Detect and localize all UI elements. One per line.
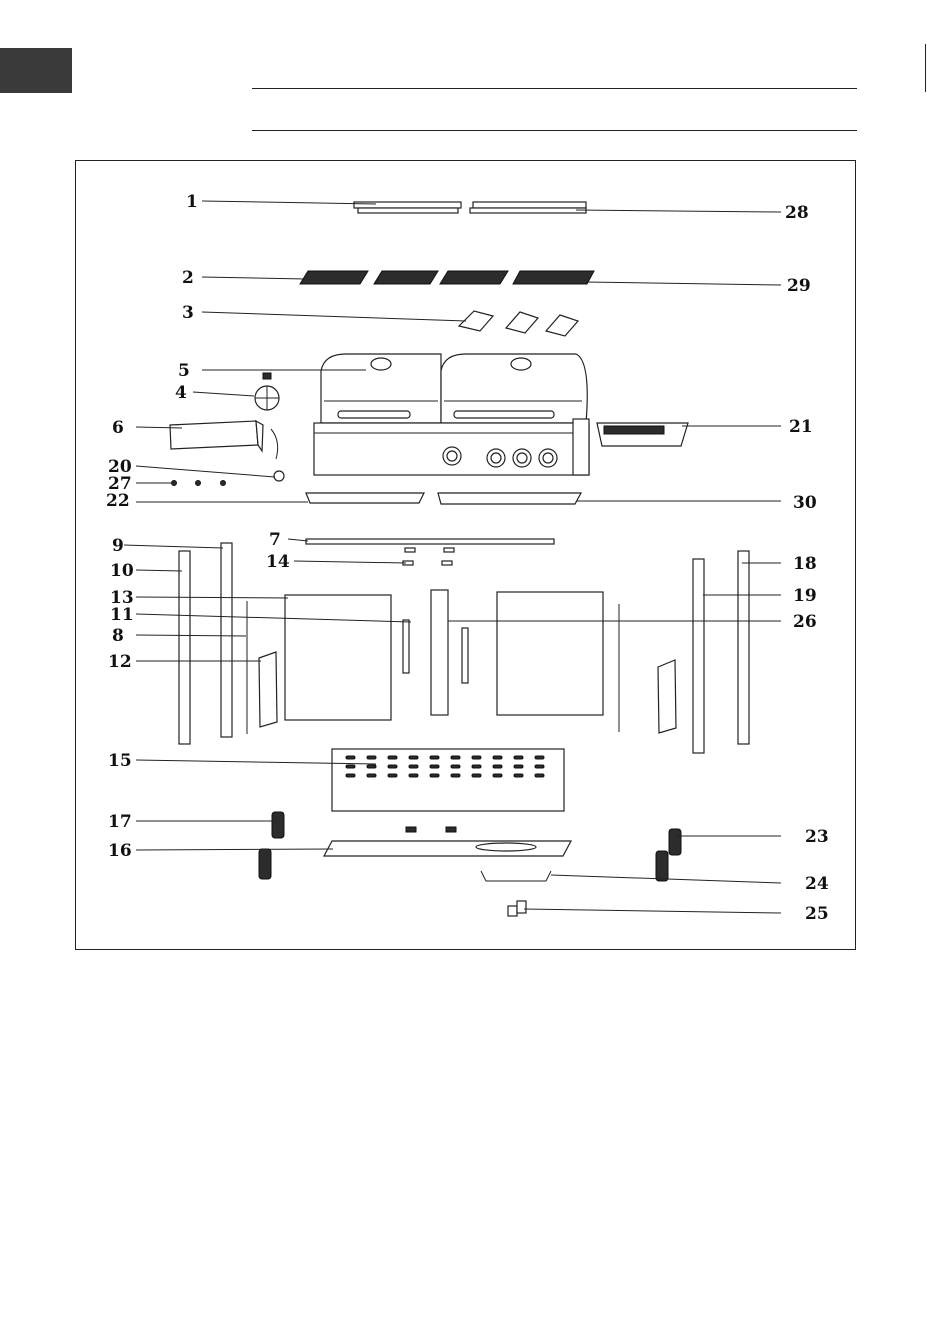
language-tab xyxy=(0,48,72,93)
part-left-legs xyxy=(179,543,247,744)
callout-24: 24 xyxy=(805,874,829,894)
part-grease-tray-left xyxy=(306,493,424,503)
callout-13: 13 xyxy=(110,588,134,608)
part-right-side-burner xyxy=(597,423,688,446)
callout-25: 25 xyxy=(805,904,829,924)
callout-23: 23 xyxy=(805,827,829,847)
callout-18: 18 xyxy=(793,554,817,574)
callout-7: 7 xyxy=(269,530,281,550)
vent-slot xyxy=(409,756,418,759)
part-left-panel xyxy=(259,652,277,727)
callout-8: 8 xyxy=(112,626,124,646)
part-flame-tamers xyxy=(459,311,578,336)
vent-slot xyxy=(451,765,460,768)
callout-3: 3 xyxy=(182,303,194,323)
vent-slot xyxy=(535,765,544,768)
vent-slot xyxy=(409,774,418,777)
vent-slot xyxy=(409,765,418,768)
part-cooking-grates xyxy=(300,271,594,284)
vent-slot xyxy=(346,756,355,759)
callout-30: 30 xyxy=(793,493,817,513)
callout-labels: 1 2 3 4 5 6 7 8 9 10 11 12 13 14 15 16 1… xyxy=(106,192,829,924)
vent-slot xyxy=(472,765,481,768)
callout-28: 28 xyxy=(785,203,809,223)
vent-slot xyxy=(388,756,397,759)
callout-6: 6 xyxy=(112,418,124,438)
callout-22: 22 xyxy=(106,491,130,511)
vent-slot xyxy=(346,765,355,768)
vent-slot xyxy=(493,774,502,777)
part-right-panel xyxy=(658,660,676,733)
part-thermometer xyxy=(255,373,279,410)
vent-slot xyxy=(514,774,523,777)
callout-1: 1 xyxy=(186,192,198,212)
vent-slot xyxy=(535,756,544,759)
part-warming-rack-right xyxy=(470,202,586,213)
vent-slot xyxy=(514,765,523,768)
part-back-panel xyxy=(332,749,564,811)
vent-slot xyxy=(535,774,544,777)
vent-slot xyxy=(430,765,439,768)
part-crossbar xyxy=(306,539,554,565)
vent-slot xyxy=(493,756,502,759)
vent-slot xyxy=(451,774,460,777)
callout-15: 15 xyxy=(108,751,132,771)
part-grease-tray-right xyxy=(438,493,581,504)
part-screws xyxy=(172,481,226,486)
part-door-right xyxy=(497,592,619,732)
header-rule-top xyxy=(252,88,857,89)
callout-10: 10 xyxy=(110,561,134,581)
vent-slot xyxy=(430,756,439,759)
vent-slot xyxy=(451,756,460,759)
callout-16: 16 xyxy=(108,841,132,861)
parts-drawing: 1 2 3 4 5 6 7 8 9 10 11 12 13 14 15 16 1… xyxy=(76,161,857,951)
part-door-left xyxy=(285,595,409,720)
callout-4: 4 xyxy=(175,383,187,403)
callout-17: 17 xyxy=(108,812,132,832)
callout-11: 11 xyxy=(110,605,134,625)
vent-slot xyxy=(493,765,502,768)
callout-26: 26 xyxy=(793,612,817,632)
vent-slot xyxy=(430,774,439,777)
vent-slot xyxy=(388,774,397,777)
vent-slot xyxy=(514,756,523,759)
vent-slot xyxy=(388,765,397,768)
callout-5: 5 xyxy=(178,361,190,381)
callout-19: 19 xyxy=(793,586,817,606)
vent-slot xyxy=(367,756,376,759)
exploded-view-diagram: 1 2 3 4 5 6 7 8 9 10 11 12 13 14 15 16 1… xyxy=(75,160,856,950)
part-right-legs xyxy=(693,551,749,753)
callout-27: 27 xyxy=(108,474,132,494)
callout-9: 9 xyxy=(112,536,124,556)
callout-12: 12 xyxy=(108,652,132,672)
part-grill-body xyxy=(314,419,589,475)
header-rule-bottom xyxy=(252,130,857,131)
part-grill-hood xyxy=(321,354,587,423)
part-bottom-shelf xyxy=(324,827,571,856)
page-edge-mark xyxy=(925,44,926,92)
callout-14: 14 xyxy=(266,552,290,572)
callout-29: 29 xyxy=(787,276,811,296)
part-center-post xyxy=(431,590,468,715)
vent-slot xyxy=(472,756,481,759)
vent-slot xyxy=(472,774,481,777)
callout-21: 21 xyxy=(789,417,813,437)
callout-2: 2 xyxy=(182,268,194,288)
vent-slot xyxy=(346,774,355,777)
vent-slot xyxy=(367,774,376,777)
part-left-side-shelf xyxy=(170,421,284,481)
vent-slot xyxy=(367,765,376,768)
